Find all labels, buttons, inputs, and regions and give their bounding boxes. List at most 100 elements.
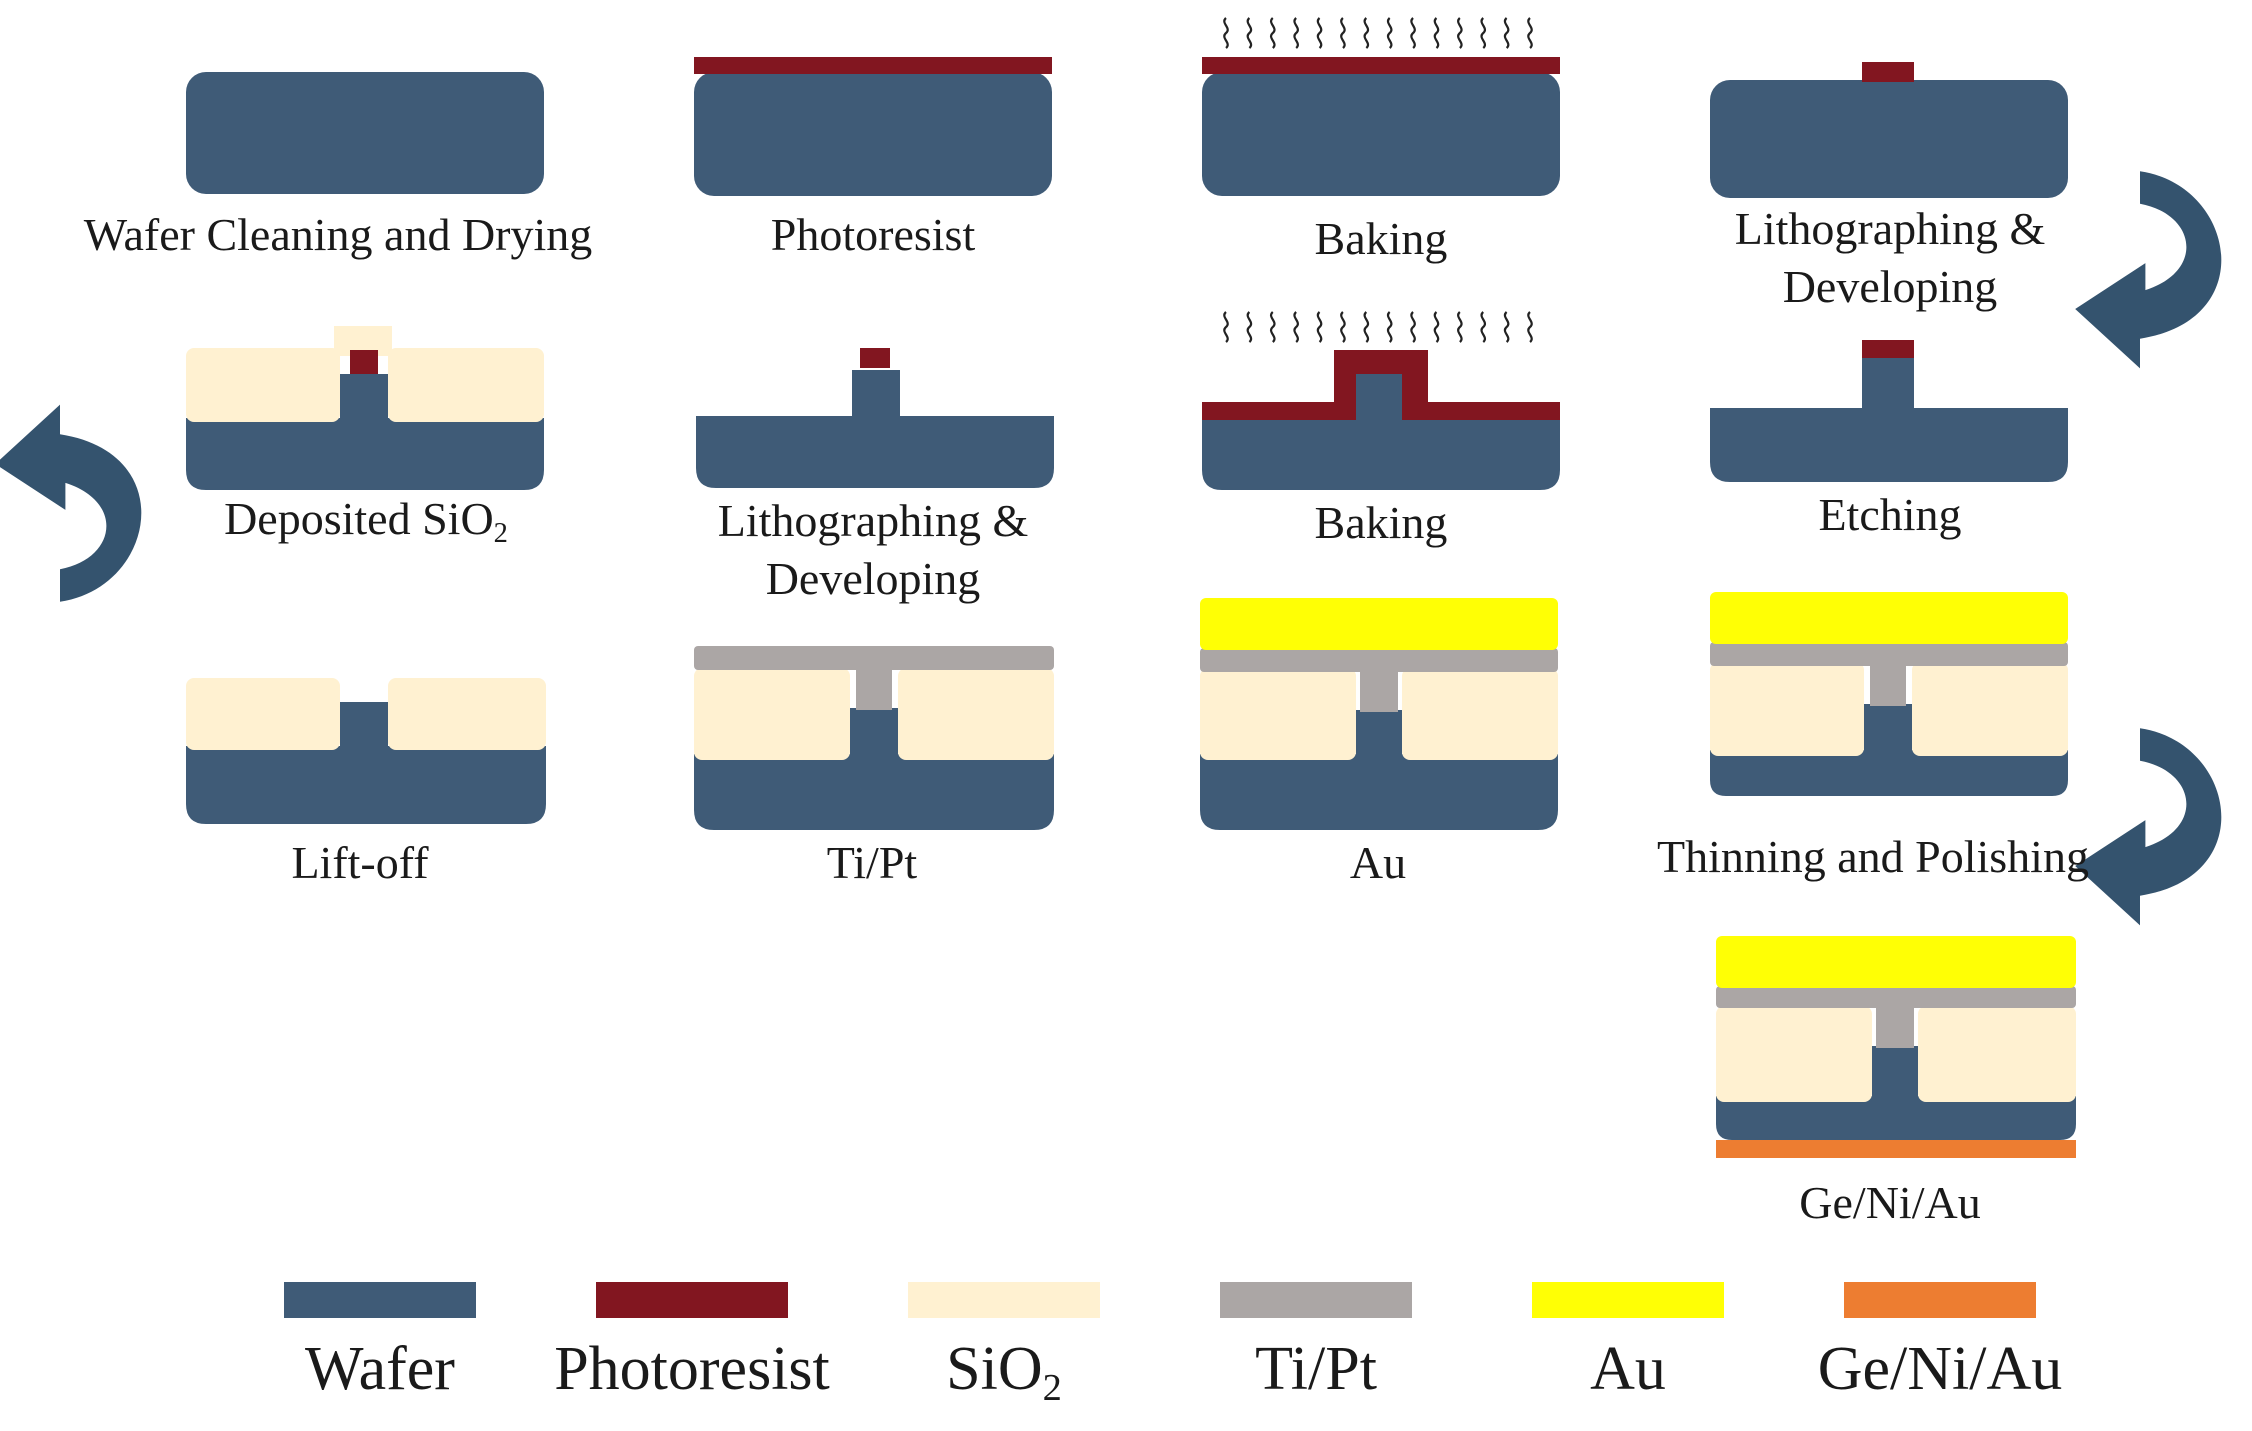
step-etching-graphic: [1710, 340, 2068, 482]
wafer-layer: [1716, 1046, 2076, 1140]
sio2-layer: [898, 668, 1054, 760]
wafer-layer: [186, 374, 544, 490]
heat-wave-line: [1480, 311, 1487, 343]
au-layer: [1716, 936, 2076, 988]
step-photoresist-graphic: [694, 57, 1052, 196]
heat-wave-line: [1433, 17, 1440, 49]
tipt-layer: [1876, 1006, 1914, 1048]
step-litho-2-graphic: [696, 348, 1054, 488]
wafer-layer: [1200, 710, 1558, 830]
sio2-layer: [694, 668, 850, 760]
heat-wave-line: [1527, 17, 1533, 49]
label-lift-off: Lift-off: [291, 837, 429, 888]
label-photoresist: Photoresist: [770, 209, 976, 260]
label-litho-2: Lithographing & Developing: [718, 492, 1028, 608]
label-baking-1: Baking: [1314, 213, 1448, 264]
au-layer: [1200, 598, 1558, 650]
photoresist-layer: [1862, 62, 1914, 82]
sio2-layer: [1912, 662, 2068, 756]
heat-wave-line: [1503, 17, 1510, 49]
label-litho-1-line1: Lithographing &: [1734, 203, 2046, 254]
label-thinning: Thinning and Polishing: [1657, 831, 2089, 882]
legend-swatch-tipt: [1220, 1282, 1412, 1318]
sio2-layer: [1200, 668, 1356, 760]
genau-layer: [1716, 1140, 2076, 1158]
legend-swatch-wafer: [284, 1282, 476, 1318]
flow-arrow-left-icon: [0, 404, 142, 602]
step-baking-1-graphic: [1202, 17, 1560, 196]
legend-label-photoresist: Photoresist: [554, 1335, 830, 1403]
heat-wave-line: [1293, 17, 1299, 49]
sio2-layer: [1918, 1006, 2076, 1102]
wafer-layer: [1202, 72, 1560, 196]
flow-arrow-right-1-icon: [2075, 171, 2222, 369]
sio2-layer: [186, 348, 340, 422]
legend-label-sio2: SiO2: [946, 1334, 1062, 1407]
wafer-layer: [1710, 356, 2068, 482]
heat-wave-line: [1223, 17, 1229, 49]
step-lift-off-graphic: [186, 678, 546, 824]
photoresist-layer: [694, 57, 1052, 74]
heat-wave-line: [1246, 311, 1253, 343]
step-deposited-sio2-graphic: [186, 326, 544, 490]
step-genau-graphic: [1716, 936, 2076, 1158]
au-layer: [1710, 592, 2068, 644]
sio2-layer: [1710, 662, 1864, 756]
heat-wave-line: [1503, 311, 1510, 343]
heat-wave-line: [1340, 311, 1346, 343]
heat-wave-line: [1340, 17, 1346, 49]
step-tipt-graphic: [694, 646, 1054, 830]
heat-wave-line: [1480, 17, 1487, 49]
label-baking-2: Baking: [1314, 497, 1448, 548]
label-genau: Ge/Ni/Au: [1799, 1177, 1981, 1228]
heat-wave-line: [1316, 311, 1323, 343]
tipt-layer: [1200, 648, 1558, 672]
heat-waves-icon: [1223, 311, 1533, 343]
step-au-graphic: [1200, 598, 1558, 830]
sio2-layer: [1402, 668, 1558, 760]
photoresist-layer: [860, 348, 890, 368]
heat-wave-line: [1293, 311, 1299, 343]
label-etching: Etching: [1818, 489, 1962, 540]
legend-label-sio2-text: SiO: [946, 1335, 1043, 1403]
label-deposited-sub: 2: [493, 517, 508, 549]
heat-wave-line: [1433, 311, 1440, 343]
legend-label-sio2-sub: 2: [1042, 1366, 1062, 1409]
heat-wave-line: [1269, 17, 1276, 49]
legend-label-tipt: Ti/Pt: [1255, 1335, 1377, 1403]
tipt-layer: [856, 668, 892, 710]
step-litho-1-graphic: [1710, 62, 2068, 198]
wafer-layer: [186, 72, 544, 194]
label-wafer-cleaning: Wafer Cleaning and Drying: [83, 209, 593, 260]
legend-label-genau: Ge/Ni/Au: [1817, 1335, 2063, 1403]
wafer-layer: [1710, 80, 2068, 198]
heat-wave-line: [1223, 311, 1229, 343]
photoresist-layer: [1202, 350, 1560, 420]
heat-wave-line: [1410, 17, 1416, 49]
legend-swatch-genau: [1844, 1282, 2036, 1318]
heat-wave-line: [1386, 17, 1393, 49]
tipt-layer: [694, 646, 1054, 670]
tipt-layer: [1360, 670, 1398, 712]
wafer-layer: [694, 72, 1052, 196]
legend-swatch-sio2: [908, 1282, 1100, 1318]
heat-wave-line: [1246, 17, 1253, 49]
heat-wave-line: [1527, 311, 1533, 343]
heat-waves-icon: [1223, 17, 1533, 49]
heat-wave-line: [1269, 311, 1276, 343]
wafer-layer: [1202, 374, 1560, 490]
tipt-layer: [1716, 986, 2076, 1008]
heat-wave-line: [1386, 311, 1393, 343]
heat-wave-line: [1363, 311, 1370, 343]
label-litho-2-line2: Developing: [765, 553, 981, 604]
tipt-layer: [1870, 664, 1906, 706]
label-litho-1-line2: Developing: [1782, 261, 1998, 312]
tipt-layer: [1710, 642, 2068, 666]
heat-wave-line: [1457, 17, 1463, 49]
label-au: Au: [1349, 837, 1407, 888]
sio2-layer: [186, 678, 340, 750]
label-litho-1: Lithographing & Developing: [1735, 200, 2045, 316]
photoresist-layer: [1862, 340, 1914, 358]
legend-swatch-photoresist: [596, 1282, 788, 1318]
